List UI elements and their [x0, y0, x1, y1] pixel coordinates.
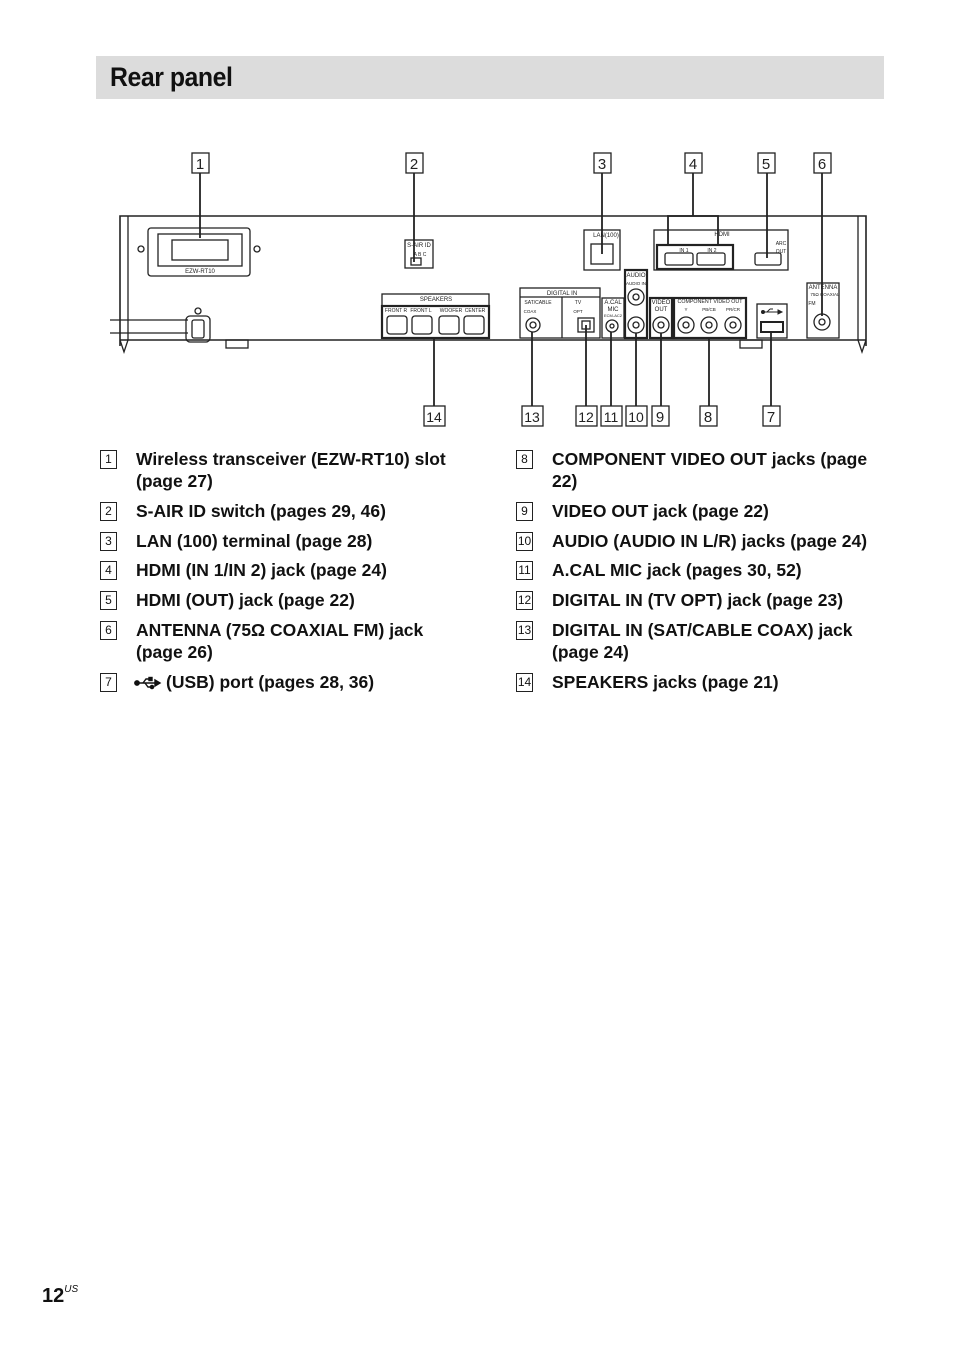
- page-number: 12US: [42, 1284, 78, 1308]
- label-comp-y: Y: [684, 307, 687, 312]
- legend-text: (USB) port (pages 28, 36): [166, 672, 375, 692]
- legend-number: 7: [100, 673, 117, 692]
- label-sair-pos: A B C: [414, 252, 427, 258]
- callout-4: 4: [689, 156, 697, 173]
- legend-number: 2: [100, 502, 117, 521]
- label-acal-model: ECM-AC2: [604, 313, 623, 318]
- legend-number: 5: [100, 591, 117, 610]
- label-hdmi-out: OUT: [776, 249, 787, 255]
- legend-text: VIDEO OUT jack (page 22): [552, 501, 769, 521]
- label-acal: A.CAL: [604, 300, 622, 306]
- callout-13: 13: [524, 409, 540, 425]
- label-component: COMPONENT VIDEO OUT: [678, 299, 744, 305]
- legend-number: 14: [516, 673, 533, 692]
- callout-7: 7: [767, 409, 775, 426]
- callout-5: 5: [762, 156, 770, 173]
- label-sp-center: CENTER: [465, 308, 486, 314]
- label-lan: LAN(100): [593, 233, 619, 239]
- legend-text: SPEAKERS jacks (page 21): [552, 672, 779, 692]
- legend-text: A.CAL MIC jack (pages 30, 52): [552, 560, 802, 580]
- legend-text: AUDIO (AUDIO IN L/R) jacks (page 24): [552, 531, 868, 551]
- legend-text: HDMI (IN 1/IN 2) jack (page 24): [136, 560, 387, 580]
- legend-text: LAN (100) terminal (page 28): [136, 531, 373, 551]
- label-sp-front-l: FRONT L: [410, 308, 432, 314]
- label-fm: FM: [808, 301, 815, 307]
- label-antenna-sub: 75Ω COAXIAL: [810, 292, 840, 297]
- label-satcable: SAT/CABLE: [524, 300, 552, 306]
- legend-number: 3: [100, 532, 117, 551]
- label-sp-woofer: WOOFER: [440, 308, 463, 314]
- legend-number: 8: [516, 450, 533, 469]
- label-antenna: ANTENNA: [809, 285, 838, 291]
- legend-text: DIGITAL IN (TV OPT) jack (page 23): [552, 590, 844, 610]
- label-audio: AUDIO: [626, 273, 645, 279]
- label-arc: ARC: [776, 241, 787, 247]
- callout-14: 14: [426, 409, 442, 425]
- section-title: Rear panel: [110, 62, 233, 92]
- label-audio-in: AUDIO IN: [626, 281, 646, 286]
- callout-2: 2: [410, 156, 418, 173]
- label-slot: EZW-RT10: [185, 269, 215, 275]
- legend-text: ANTENNA (75Ω COAXIAL FM) jack (page 26): [136, 620, 424, 662]
- callout-8: 8: [704, 409, 712, 426]
- callout-11: 11: [604, 409, 619, 425]
- callout-12: 12: [578, 409, 594, 425]
- section-title-bar: Rear panel: [96, 56, 884, 99]
- legend-text: S-AIR ID switch (pages 29, 46): [136, 501, 386, 521]
- legend-number: 4: [100, 561, 117, 580]
- legend-number: 10: [516, 532, 533, 551]
- legend-number: 13: [516, 621, 533, 640]
- page-number-suffix: US: [64, 1284, 79, 1295]
- legend-text: Wireless transceiver (EZW-RT10) slot (pa…: [136, 449, 446, 491]
- label-comp-pb: PB/CB: [702, 307, 716, 312]
- callout-6: 6: [818, 156, 826, 173]
- label-sp-front-r: FRONT R: [385, 308, 408, 314]
- callout-10: 10: [628, 409, 644, 425]
- legend-number: 11: [516, 561, 533, 580]
- usb-icon: [134, 676, 162, 690]
- callout-3: 3: [598, 156, 606, 173]
- label-digital-in: DIGITAL IN: [547, 291, 577, 297]
- label-speakers: SPEAKERS: [420, 297, 452, 303]
- label-in1: IN 1: [679, 248, 688, 254]
- legend-text: HDMI (OUT) jack (page 22): [136, 590, 355, 610]
- label-acal-mic: MIC: [608, 307, 620, 313]
- legend-text: COMPONENT VIDEO OUT jacks (page 22): [552, 449, 868, 491]
- label-comp-pr: PR/CR: [726, 307, 741, 312]
- legend-number: 1: [100, 450, 117, 469]
- label-hdmi: HDMI: [714, 232, 730, 238]
- legend-text: DIGITAL IN (SAT/CABLE COAX) jack (page 2…: [552, 620, 853, 662]
- label-video-out: OUT: [655, 307, 668, 313]
- callout-1: 1: [196, 156, 204, 173]
- rear-panel-diagram: 1 2 3 4 5 6 7 8 9 10 11 12 13 14 EZW-RT1…: [110, 152, 867, 427]
- label-opt: OPT: [573, 309, 583, 314]
- label-sair: S-AIR ID: [407, 243, 431, 249]
- legend-number: 12: [516, 591, 533, 610]
- legend-number: 9: [516, 502, 533, 521]
- legend-number: 6: [100, 621, 117, 640]
- usb-panel-icon: [761, 308, 784, 315]
- label-tv: TV: [575, 300, 582, 306]
- label-video: VIDEO: [652, 300, 671, 306]
- label-coax: COAX: [524, 309, 537, 314]
- page-number-value: 12: [42, 1285, 65, 1307]
- label-in2: IN 2: [707, 248, 716, 254]
- callout-9: 9: [656, 409, 664, 426]
